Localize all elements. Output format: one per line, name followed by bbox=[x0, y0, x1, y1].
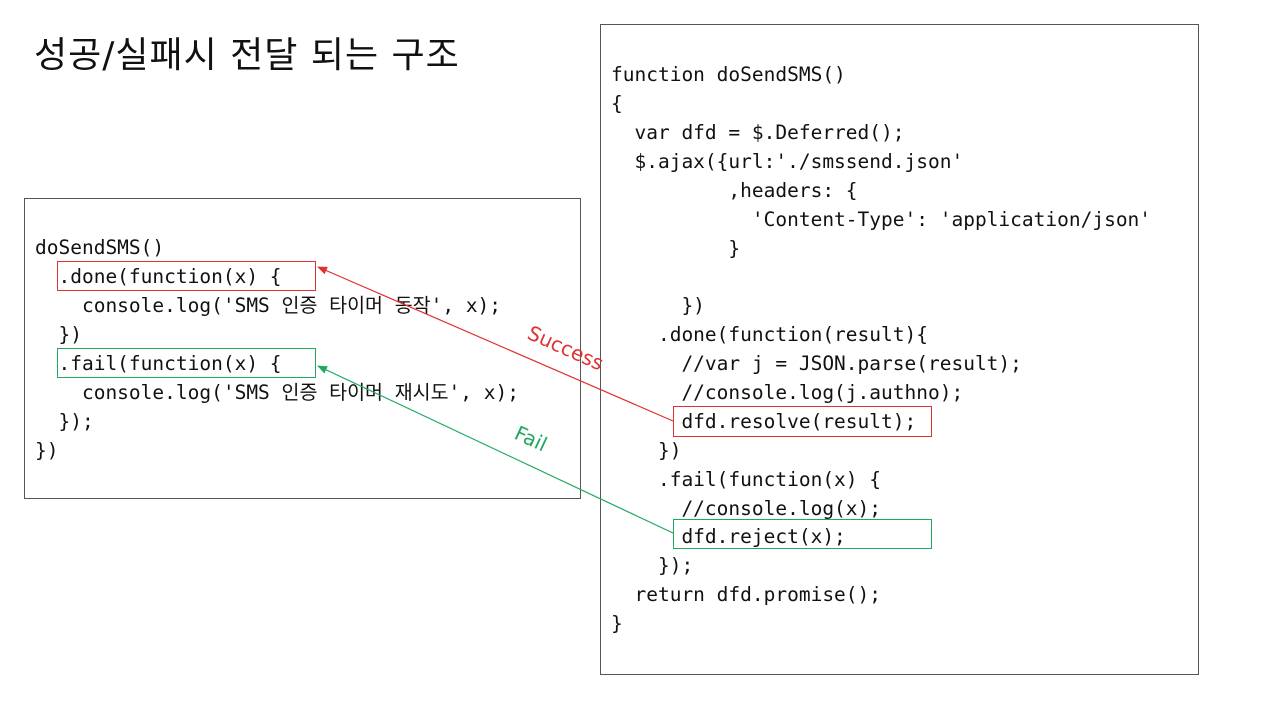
resolve-highlight bbox=[673, 406, 932, 437]
function-code-box: function doSendSMS() { var dfd = $.Defer… bbox=[600, 24, 1199, 675]
code-line: 'Content-Type': 'application/json' bbox=[611, 208, 1152, 231]
code-line: //console.log(x); bbox=[611, 497, 882, 520]
done-handler-highlight bbox=[57, 261, 316, 291]
code-line: }); bbox=[611, 554, 694, 577]
code-line: }) bbox=[611, 439, 682, 462]
code-line: dfd.reject(x); bbox=[611, 525, 846, 548]
code-line: .fail(function(x) { bbox=[35, 352, 282, 375]
code-line: $.ajax({url:'./smssend.json' bbox=[611, 150, 964, 173]
reject-highlight bbox=[673, 519, 932, 549]
code-line: var dfd = $.Deferred(); bbox=[611, 121, 905, 144]
code-line: doSendSMS() bbox=[35, 236, 165, 259]
success-arrow bbox=[317, 266, 674, 422]
slide-title: 성공/실패시 전달 되는 구조 bbox=[34, 35, 460, 76]
code-line: } bbox=[611, 612, 623, 635]
code-line: .done(function(result){ bbox=[611, 323, 928, 346]
code-line: .fail(function(x) { bbox=[611, 468, 882, 491]
fail-handler-highlight bbox=[57, 348, 316, 378]
code-line: //console.log(j.authno); bbox=[611, 381, 964, 404]
code-line: .done(function(x) { bbox=[35, 265, 282, 288]
code-line: }) bbox=[611, 294, 705, 317]
fail-arrow bbox=[317, 365, 674, 534]
code-line: } bbox=[611, 237, 741, 260]
code-line: }); bbox=[35, 410, 94, 433]
code-line: //var j = JSON.parse(result); bbox=[611, 352, 1022, 375]
code-line: { bbox=[611, 92, 623, 115]
fail-label: Fail bbox=[511, 421, 551, 457]
code-line: }) bbox=[35, 323, 82, 346]
code-line: console.log('SMS 인증 타이머 동작', x); bbox=[35, 294, 502, 317]
code-line: return dfd.promise(); bbox=[611, 583, 882, 606]
success-label: Success bbox=[524, 321, 607, 376]
code-line: console.log('SMS 인증 타이머 재시도', x); bbox=[35, 381, 519, 404]
code-line: function doSendSMS() bbox=[611, 63, 846, 86]
code-line: ,headers: { bbox=[611, 179, 858, 202]
code-line: }) bbox=[35, 439, 59, 462]
code-line: dfd.resolve(result); bbox=[611, 410, 917, 433]
